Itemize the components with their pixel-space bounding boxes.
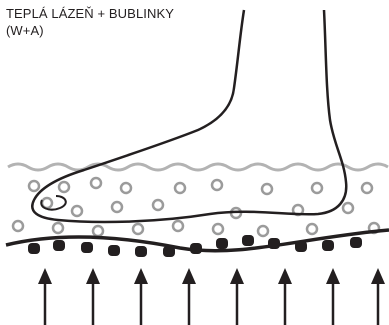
jet-nozzle-icon (135, 246, 147, 257)
jet-nozzle-icon (350, 237, 362, 248)
air-bubble-icon (213, 224, 223, 234)
air-bubble-icon (312, 183, 322, 193)
up-arrow-icon (278, 268, 292, 325)
air-bubble-icon (212, 180, 222, 190)
air-bubble-icon (343, 203, 353, 213)
air-bubble-icon (175, 183, 185, 193)
jet-nozzle-icon (28, 243, 40, 254)
air-bubble-icon (121, 183, 131, 193)
air-bubble-icon (59, 182, 69, 192)
up-arrow-icon (86, 268, 100, 325)
air-bubble-icon (91, 178, 101, 188)
air-bubble-icon (53, 223, 63, 233)
up-arrow-icon (182, 268, 196, 325)
jet-nozzle-icon (108, 245, 120, 256)
jet-nozzle-icon (268, 238, 280, 249)
up-arrow-icon (371, 268, 385, 325)
up-arrow-icon (230, 268, 244, 325)
air-bubble-icon (72, 206, 82, 216)
air-bubble-icon (29, 181, 39, 191)
up-arrow-icon (38, 268, 52, 325)
jet-nozzle-icon (190, 243, 202, 254)
up-arrow-icon (326, 268, 340, 325)
air-bubble-icon (93, 226, 103, 236)
up-arrow-icon (134, 268, 148, 325)
air-bubble-icon (153, 200, 163, 210)
jet-nozzle-icon (81, 242, 93, 253)
jet-nozzle-icon (216, 238, 228, 249)
air-bubble-icon (13, 221, 23, 231)
jet-nozzle-icon (322, 240, 334, 251)
air-bubble-icon (173, 221, 183, 231)
arrows-group (38, 268, 385, 325)
jet-nozzle-icon (53, 240, 65, 251)
water-surface-line (8, 164, 388, 170)
air-bubble-icon (133, 224, 143, 234)
foot-icon (32, 10, 346, 222)
jet-nozzle-icon (242, 235, 254, 246)
air-bubble-icon (262, 184, 272, 194)
air-bubble-icon (258, 226, 268, 236)
jet-nozzle-icon (295, 241, 307, 252)
air-bubble-icon (362, 183, 372, 193)
bubbles-group (13, 178, 379, 236)
jet-nozzle-icon (163, 246, 175, 257)
air-bubble-icon (112, 202, 122, 212)
air-bubble-icon (307, 224, 317, 234)
